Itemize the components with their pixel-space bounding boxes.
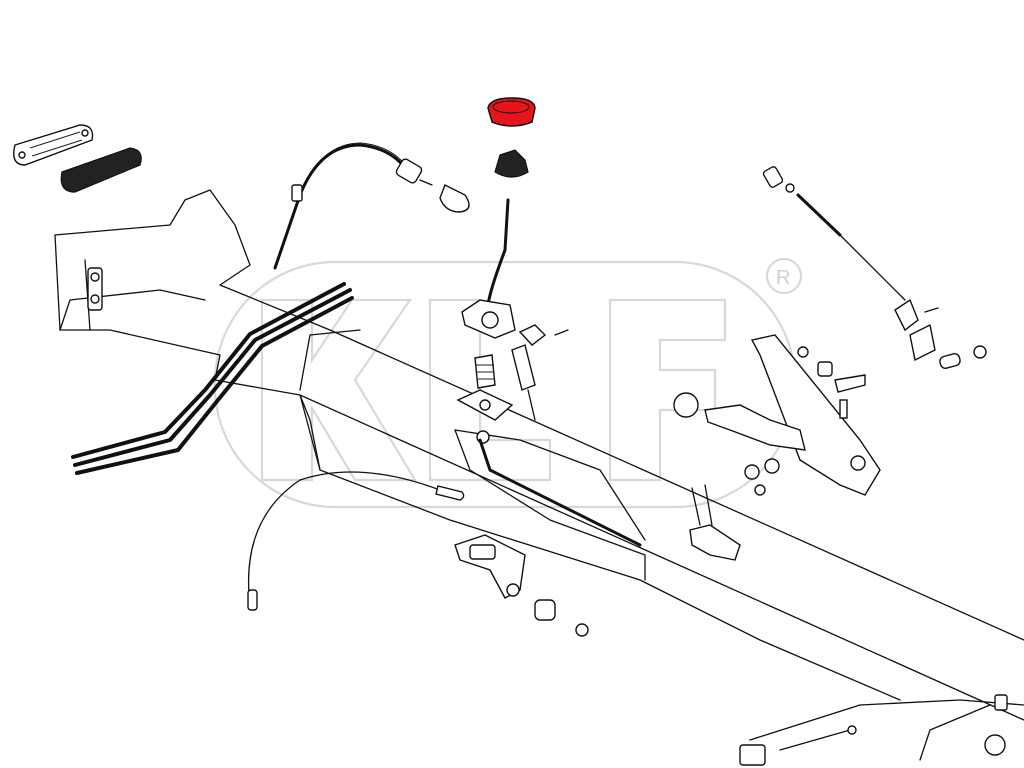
- watermark-logo: R: [213, 257, 803, 509]
- shift-lever: [456, 149, 642, 547]
- bottom-right-parts: [739, 694, 1008, 766]
- washer: [575, 623, 589, 637]
- accelerator-cable: [247, 471, 465, 611]
- gasket-plate: [60, 147, 142, 193]
- chassis-frame: [54, 189, 1024, 761]
- handbrake-lever: [673, 334, 881, 496]
- watermark-registered-mark: R: [776, 267, 790, 289]
- pedal-bracket: [454, 534, 526, 599]
- heater-tubes: [71, 282, 354, 475]
- choke-cable: [273, 142, 470, 270]
- shift-knob-cap-highlighted: [487, 97, 536, 127]
- brake-rod: [762, 166, 987, 369]
- cable-guide: [689, 484, 741, 561]
- cover-plate: [13, 124, 94, 166]
- bushing: [534, 599, 556, 621]
